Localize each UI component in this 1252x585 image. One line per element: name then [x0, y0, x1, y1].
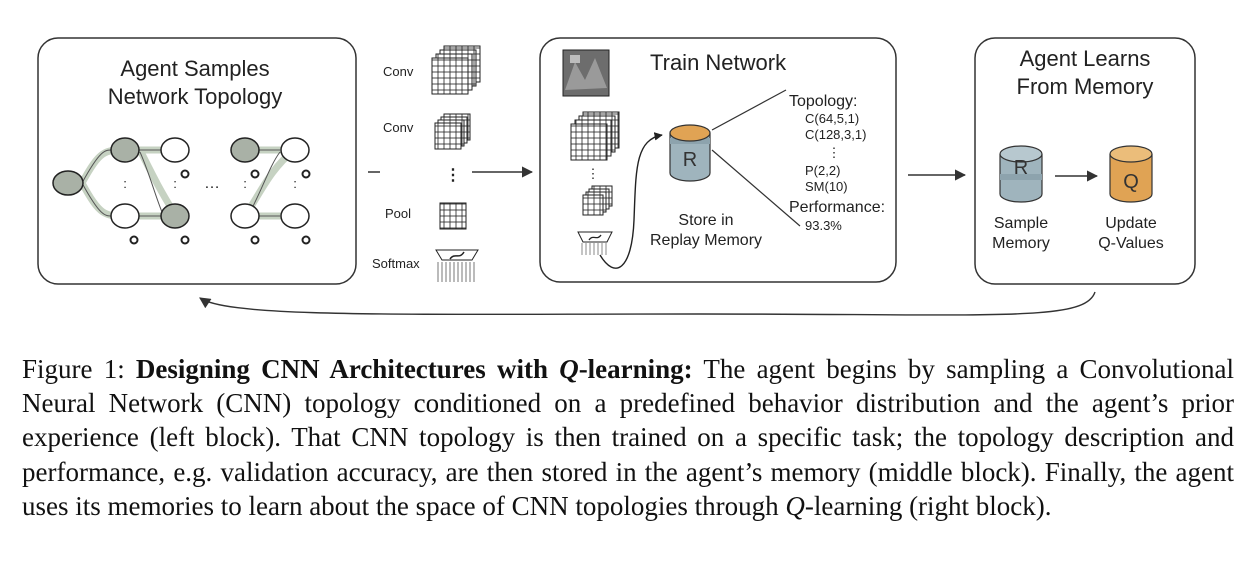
input-node	[52, 170, 84, 196]
train-network-title: Train Network	[650, 50, 787, 75]
q-letter: Q	[1123, 171, 1139, 193]
caption-label: Figure 1:	[22, 354, 125, 384]
topology-label: Topology:	[789, 93, 858, 110]
label-softmax: Softmax	[372, 256, 420, 271]
sample-memory-line2: Memory	[992, 235, 1050, 252]
right-title-line1: Agent Learns	[1020, 46, 1151, 71]
node-filled-bottom	[110, 203, 140, 229]
callout-line-top	[711, 89, 787, 131]
update-q-line2: Q-Values	[1098, 235, 1164, 252]
node-open-top	[160, 137, 190, 163]
caption-q-italic: Q	[785, 490, 805, 521]
ellipsis-a: :	[123, 176, 127, 191]
softmax-mini-icon	[577, 231, 613, 255]
topology-item: C(64,5,1)	[805, 111, 859, 126]
topology-item: SM(10)	[805, 179, 848, 194]
stacked-feature-maps-large	[570, 111, 620, 161]
memory-letter-r: R	[1014, 157, 1028, 179]
arrow-to-replay-memory	[599, 132, 663, 269]
vertical-dots: ⋮	[445, 167, 461, 184]
topology-item: C(128,3,1)	[805, 127, 866, 142]
performance-label: Performance:	[789, 199, 885, 216]
right-title-line2: From Memory	[1017, 74, 1154, 99]
node-filled-mid	[160, 203, 190, 229]
feedback-arrow	[199, 291, 1096, 316]
store-in-line1: Store in	[678, 212, 733, 229]
node-open-right-bottom	[230, 203, 260, 229]
sample-memory-line1: Sample	[994, 215, 1048, 232]
store-in-line2: Replay Memory	[650, 232, 762, 249]
drum-letter-r: R	[683, 149, 697, 171]
memory-drum-icon: R	[999, 145, 1043, 203]
input-image-thumbnail	[562, 49, 610, 97]
caption-body-end: -learning (right block).	[804, 490, 1052, 521]
conv-block-small-icon	[434, 113, 471, 150]
node-filled-right-top	[230, 137, 260, 163]
callout-line-bottom	[711, 149, 801, 227]
ellipsis-c: :	[243, 176, 247, 191]
middle-panel-frame	[539, 37, 897, 283]
pool-icon	[439, 202, 467, 230]
left-title-line1: Agent Samples	[120, 56, 269, 81]
ellipsis-d: :	[293, 176, 297, 191]
middle-block: Train Network ⋮	[539, 37, 897, 283]
performance-value: 93.3%	[805, 218, 842, 233]
update-q-line1: Update	[1105, 215, 1157, 232]
left-block: Agent Samples Network Topology	[37, 37, 357, 285]
topology-item: P(2,2)	[805, 163, 840, 178]
label-conv-2: Conv	[383, 120, 414, 135]
architecture-diagram: Agent Samples Network Topology	[37, 37, 1196, 316]
stacked-feature-maps-small	[582, 185, 613, 216]
terminal-markers	[129, 169, 311, 245]
right-panel-frame	[974, 37, 1196, 285]
label-pool: Pool	[385, 206, 411, 221]
node-output-bottom	[280, 203, 310, 229]
layer-legend: Conv Conv ⋮ Pool Softmax	[372, 45, 481, 282]
topology-item: ⋮	[828, 145, 841, 160]
replay-memory-drum-icon: R	[669, 124, 711, 182]
right-block: Agent Learns From Memory R Q Sample Memo…	[974, 37, 1196, 285]
softmax-icon	[435, 249, 479, 282]
horizontal-ellipsis: …	[204, 175, 220, 192]
q-values-drum-icon: Q	[1109, 145, 1153, 203]
middle-vertical-dots: ⋮	[587, 166, 600, 181]
left-title-line2: Network Topology	[108, 84, 282, 109]
node-output-top	[280, 137, 310, 163]
ellipsis-b: :	[173, 176, 177, 191]
caption-title: Designing CNN Architectures with Q-learn…	[135, 354, 693, 384]
caption-body: The agent begins by sampling a Convoluti…	[22, 354, 1234, 521]
label-conv-1: Conv	[383, 64, 414, 79]
node-filled-top	[110, 137, 140, 163]
figure-caption: Figure 1: Designing CNN Architectures wi…	[22, 352, 1234, 523]
conv-block-large-icon	[431, 45, 481, 95]
